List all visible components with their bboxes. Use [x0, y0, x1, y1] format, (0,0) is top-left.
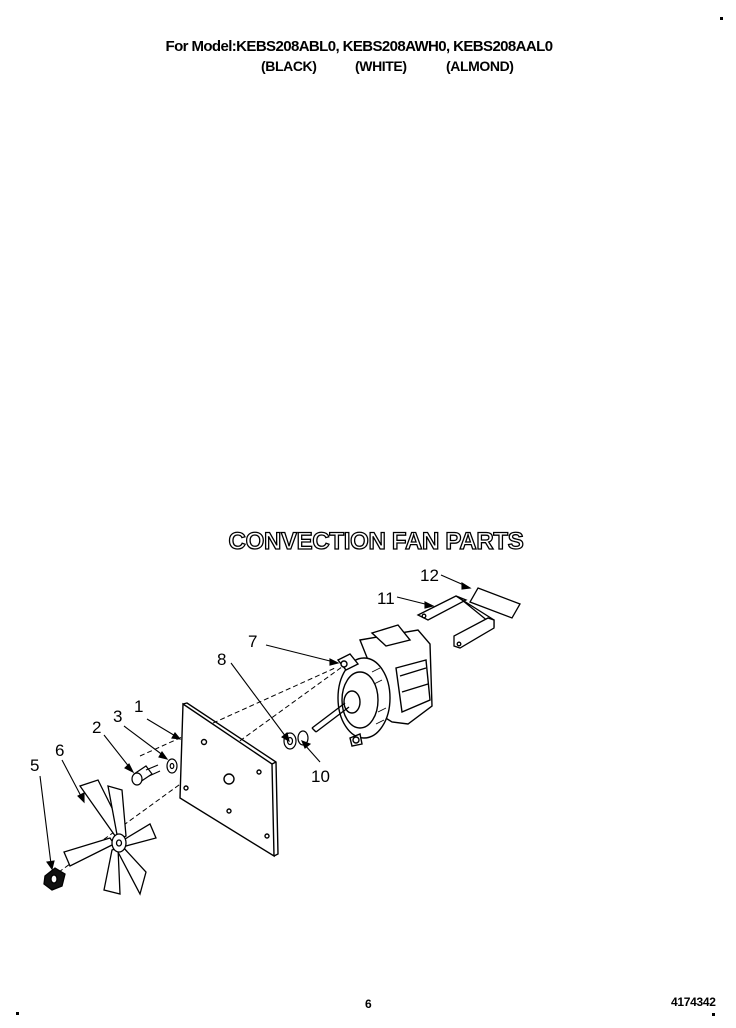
color-label-almond: (ALMOND)	[446, 58, 514, 74]
callout-5: 5	[30, 756, 39, 775]
section-title: CONVECTION FAN PARTS	[228, 527, 525, 555]
shaft-washers	[283, 730, 309, 750]
scan-mark-bottom-right	[712, 1013, 715, 1016]
callout-7: 7	[248, 632, 257, 651]
page-number: 6	[365, 997, 372, 1011]
insulator-pad	[469, 587, 521, 619]
document-number: 4174342	[671, 995, 716, 1009]
scan-mark-bottom-left	[16, 1012, 19, 1015]
model-numbers: For Model:KEBS208ABL0, KEBS208AWH0, KEBS…	[165, 38, 554, 55]
callout-3: 3	[113, 707, 122, 726]
motor-bracket	[416, 595, 495, 649]
screw-and-washer	[131, 758, 178, 786]
page-header: For Model:KEBS208ABL0, KEBS208AWH0, KEBS…	[0, 38, 736, 55]
callout-8: 8	[217, 650, 226, 669]
callout-2: 2	[92, 718, 101, 737]
callout-10: 10	[311, 767, 330, 786]
callout-6: 6	[55, 741, 64, 760]
scan-mark-top	[720, 17, 723, 20]
mounting-plate	[179, 702, 279, 858]
callout-11: 11	[377, 589, 395, 608]
fan-motor	[311, 624, 433, 747]
leader-lines	[39, 574, 472, 871]
color-label-white: (WHITE)	[355, 58, 407, 74]
callout-12: 12	[420, 566, 439, 585]
fan-blade	[63, 779, 157, 896]
hex-nut	[43, 867, 66, 891]
color-label-black: (BLACK)	[261, 58, 317, 74]
callout-1: 1	[134, 697, 143, 716]
